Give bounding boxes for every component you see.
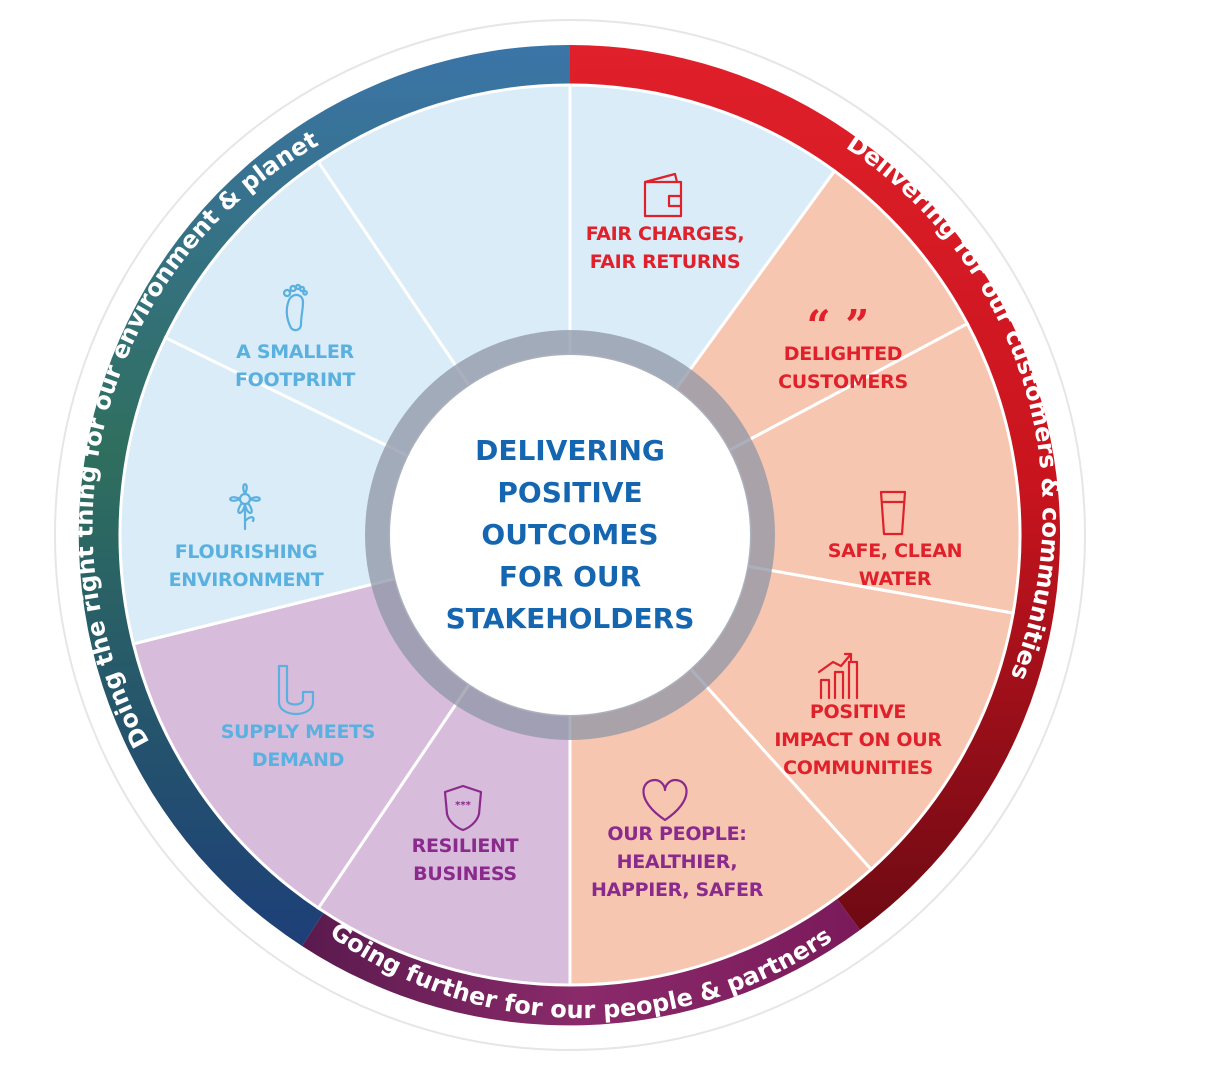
center-line: DELIVERING <box>475 434 665 467</box>
pipe-icon <box>277 664 315 715</box>
svg-text:“ ”: “ ” <box>807 301 870 350</box>
label-our-people: OUR PEOPLE:HEALTHIER,HAPPIER, SAFER <box>591 823 764 901</box>
wallet-icon <box>643 172 683 218</box>
shield-icon: *** <box>443 784 483 832</box>
footprint-icon <box>282 283 308 332</box>
hub-center <box>390 355 750 715</box>
center-line: POSITIVE <box>497 476 642 509</box>
heart-icon <box>642 778 688 822</box>
bar-chart-icon <box>817 652 859 700</box>
label-fair-charges: FAIR CHARGES,FAIR RETURNS <box>586 223 745 273</box>
segments-layer: INVESTING FORTOMORROWFAIR CHARGES,FAIR R… <box>118 83 1022 987</box>
quote-icon: “ ” <box>807 301 870 350</box>
center-line: STAKEHOLDERS <box>446 602 695 635</box>
flower-icon <box>229 483 261 531</box>
center-line: FOR OUR <box>499 560 641 593</box>
center-title: DELIVERING POSITIVE OUTCOMES FOR OUR STAKEHO… <box>446 434 695 635</box>
shield-stars: *** <box>455 800 471 811</box>
center-line: OUTCOMES <box>481 518 658 551</box>
glass-icon <box>879 490 907 536</box>
